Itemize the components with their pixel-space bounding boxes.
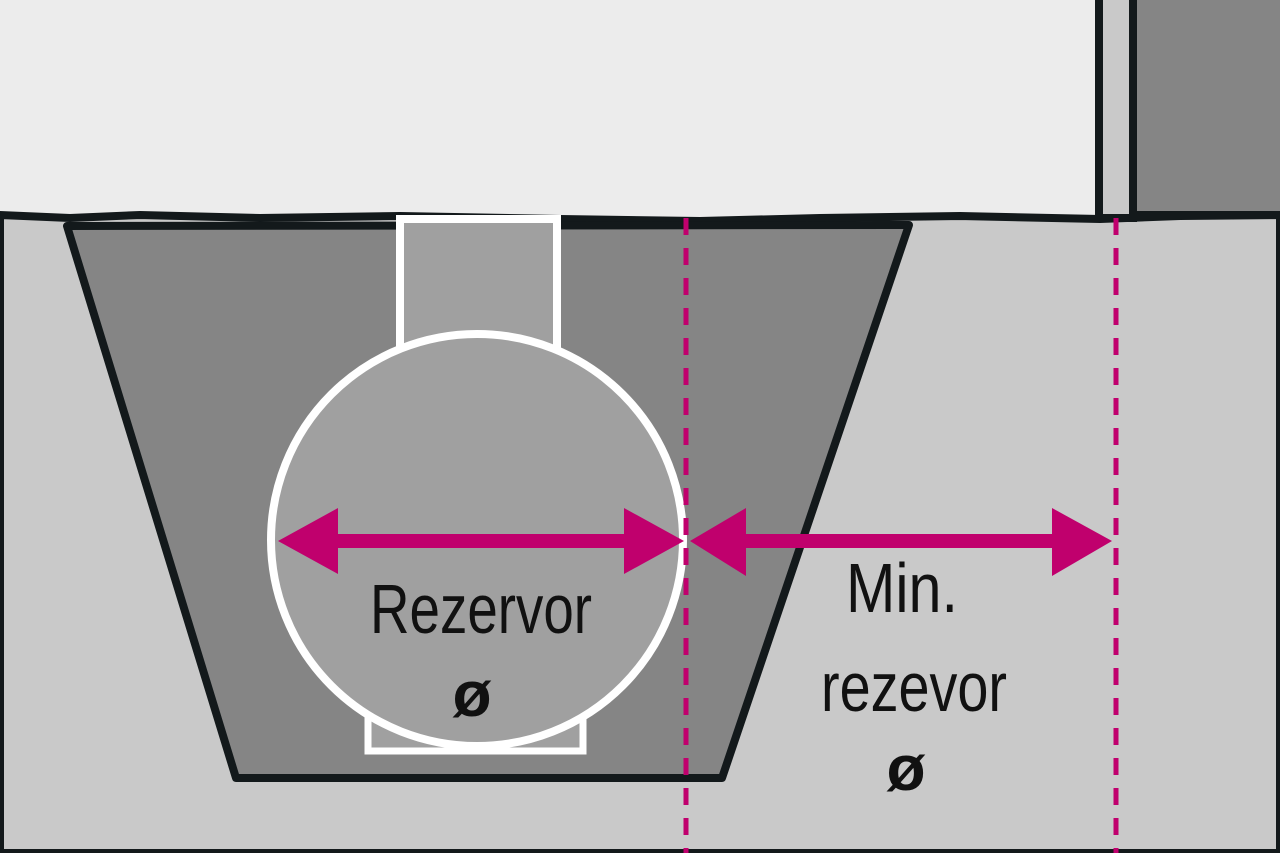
building-wall bbox=[1129, 0, 1280, 219]
tank-diameter-arrowhead-right bbox=[624, 508, 684, 574]
tank-label: Rezervor bbox=[370, 570, 592, 648]
tank-diameter-arrowhead-left bbox=[278, 508, 338, 574]
min-distance-arrowhead-right bbox=[1052, 508, 1112, 576]
building-wall-gap bbox=[1095, 0, 1137, 222]
min-label: Min. bbox=[846, 549, 958, 627]
tank-diameter-arrow bbox=[278, 508, 684, 574]
min-distance-arrow bbox=[690, 508, 1112, 576]
min-distance-arrowhead-left bbox=[690, 508, 746, 576]
min-diameter-symbol: ø bbox=[886, 732, 925, 804]
tank-diameter-symbol: ø bbox=[452, 658, 491, 730]
min-label-rezevor: rezevor bbox=[821, 648, 1007, 726]
